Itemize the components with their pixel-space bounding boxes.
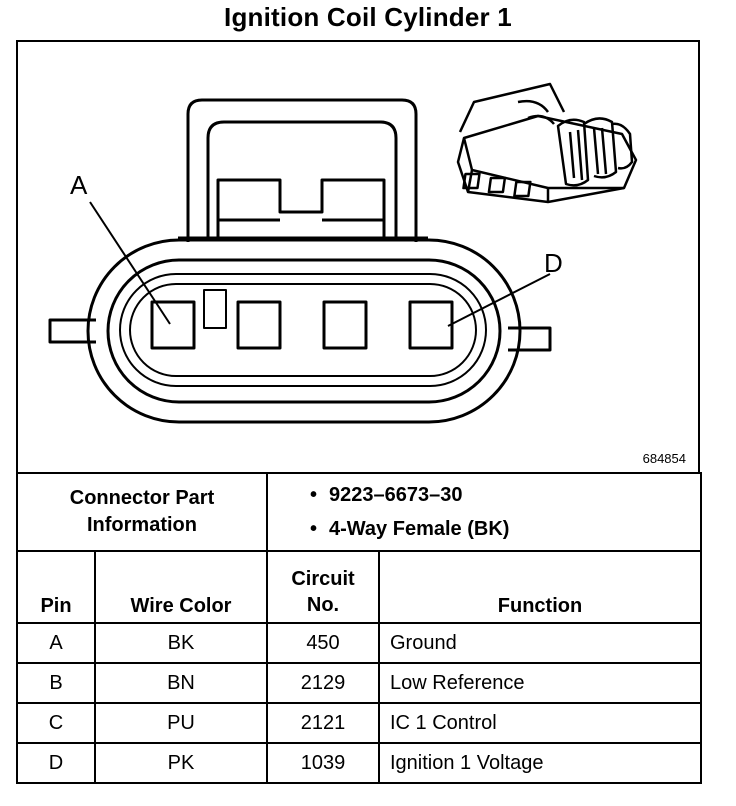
connector-diagram: A D 684854	[16, 40, 700, 474]
cavity-b	[236, 300, 282, 350]
connector-part-info-row: Connector Part Information 9223–6673–30 …	[16, 472, 702, 552]
side-tabs	[48, 318, 552, 352]
connector-table: Connector Part Information 9223–6673–30 …	[16, 472, 702, 784]
table-row: B BN 2129 Low Reference	[16, 662, 702, 704]
connector-part-info-values: 9223–6673–30 4-Way Female (BK)	[266, 472, 702, 552]
table-row: A BK 450 Ground	[16, 622, 702, 664]
connector-body	[86, 236, 522, 424]
page-title: Ignition Coil Cylinder 1	[224, 2, 512, 32]
header-pin: Pin	[16, 550, 96, 624]
table-row: C PU 2121 IC 1 Control	[16, 702, 702, 744]
wire-color-cell: PK	[94, 742, 268, 784]
connector-part-info-label: Connector Part Information	[16, 472, 268, 552]
connector-type: 4-Way Female (BK)	[310, 512, 700, 546]
key-slot	[203, 289, 227, 329]
pin-label-a: A	[70, 170, 88, 200]
circuit-cell: 450	[266, 622, 380, 664]
leader-line-d	[447, 273, 551, 327]
cavity-d	[408, 300, 454, 350]
pin-label-d: D	[544, 248, 563, 278]
pin-cell: D	[16, 742, 96, 784]
connector-latch	[186, 98, 418, 242]
pin-cell: B	[16, 662, 96, 704]
cavity-a	[150, 300, 196, 350]
connector-face-drawing: A D	[48, 82, 638, 424]
header-function: Function	[378, 550, 702, 624]
function-cell: Ignition 1 Voltage	[378, 742, 702, 784]
part-number: 9223–6673–30	[310, 478, 700, 512]
table-header-row: Pin Wire Color Circuit No. Function	[16, 550, 702, 624]
connector-isometric-view	[456, 82, 638, 204]
wire-color-cell: BN	[94, 662, 268, 704]
table-row: D PK 1039 Ignition 1 Voltage	[16, 742, 702, 784]
circuit-cell: 2121	[266, 702, 380, 744]
cavity-c	[322, 300, 368, 350]
header-wire-color: Wire Color	[94, 550, 268, 624]
wire-color-cell: BK	[94, 622, 268, 664]
pin-cell: C	[16, 702, 96, 744]
function-cell: Ground	[378, 622, 702, 664]
reference-number: 684854	[642, 451, 686, 466]
circuit-cell: 2129	[266, 662, 380, 704]
leader-line-a	[89, 201, 171, 325]
pin-cell: A	[16, 622, 96, 664]
circuit-cell: 1039	[266, 742, 380, 784]
function-cell: IC 1 Control	[378, 702, 702, 744]
terminal-cavities	[150, 289, 454, 350]
header-circuit-no: Circuit No.	[266, 550, 380, 624]
function-cell: Low Reference	[378, 662, 702, 704]
wire-color-cell: PU	[94, 702, 268, 744]
